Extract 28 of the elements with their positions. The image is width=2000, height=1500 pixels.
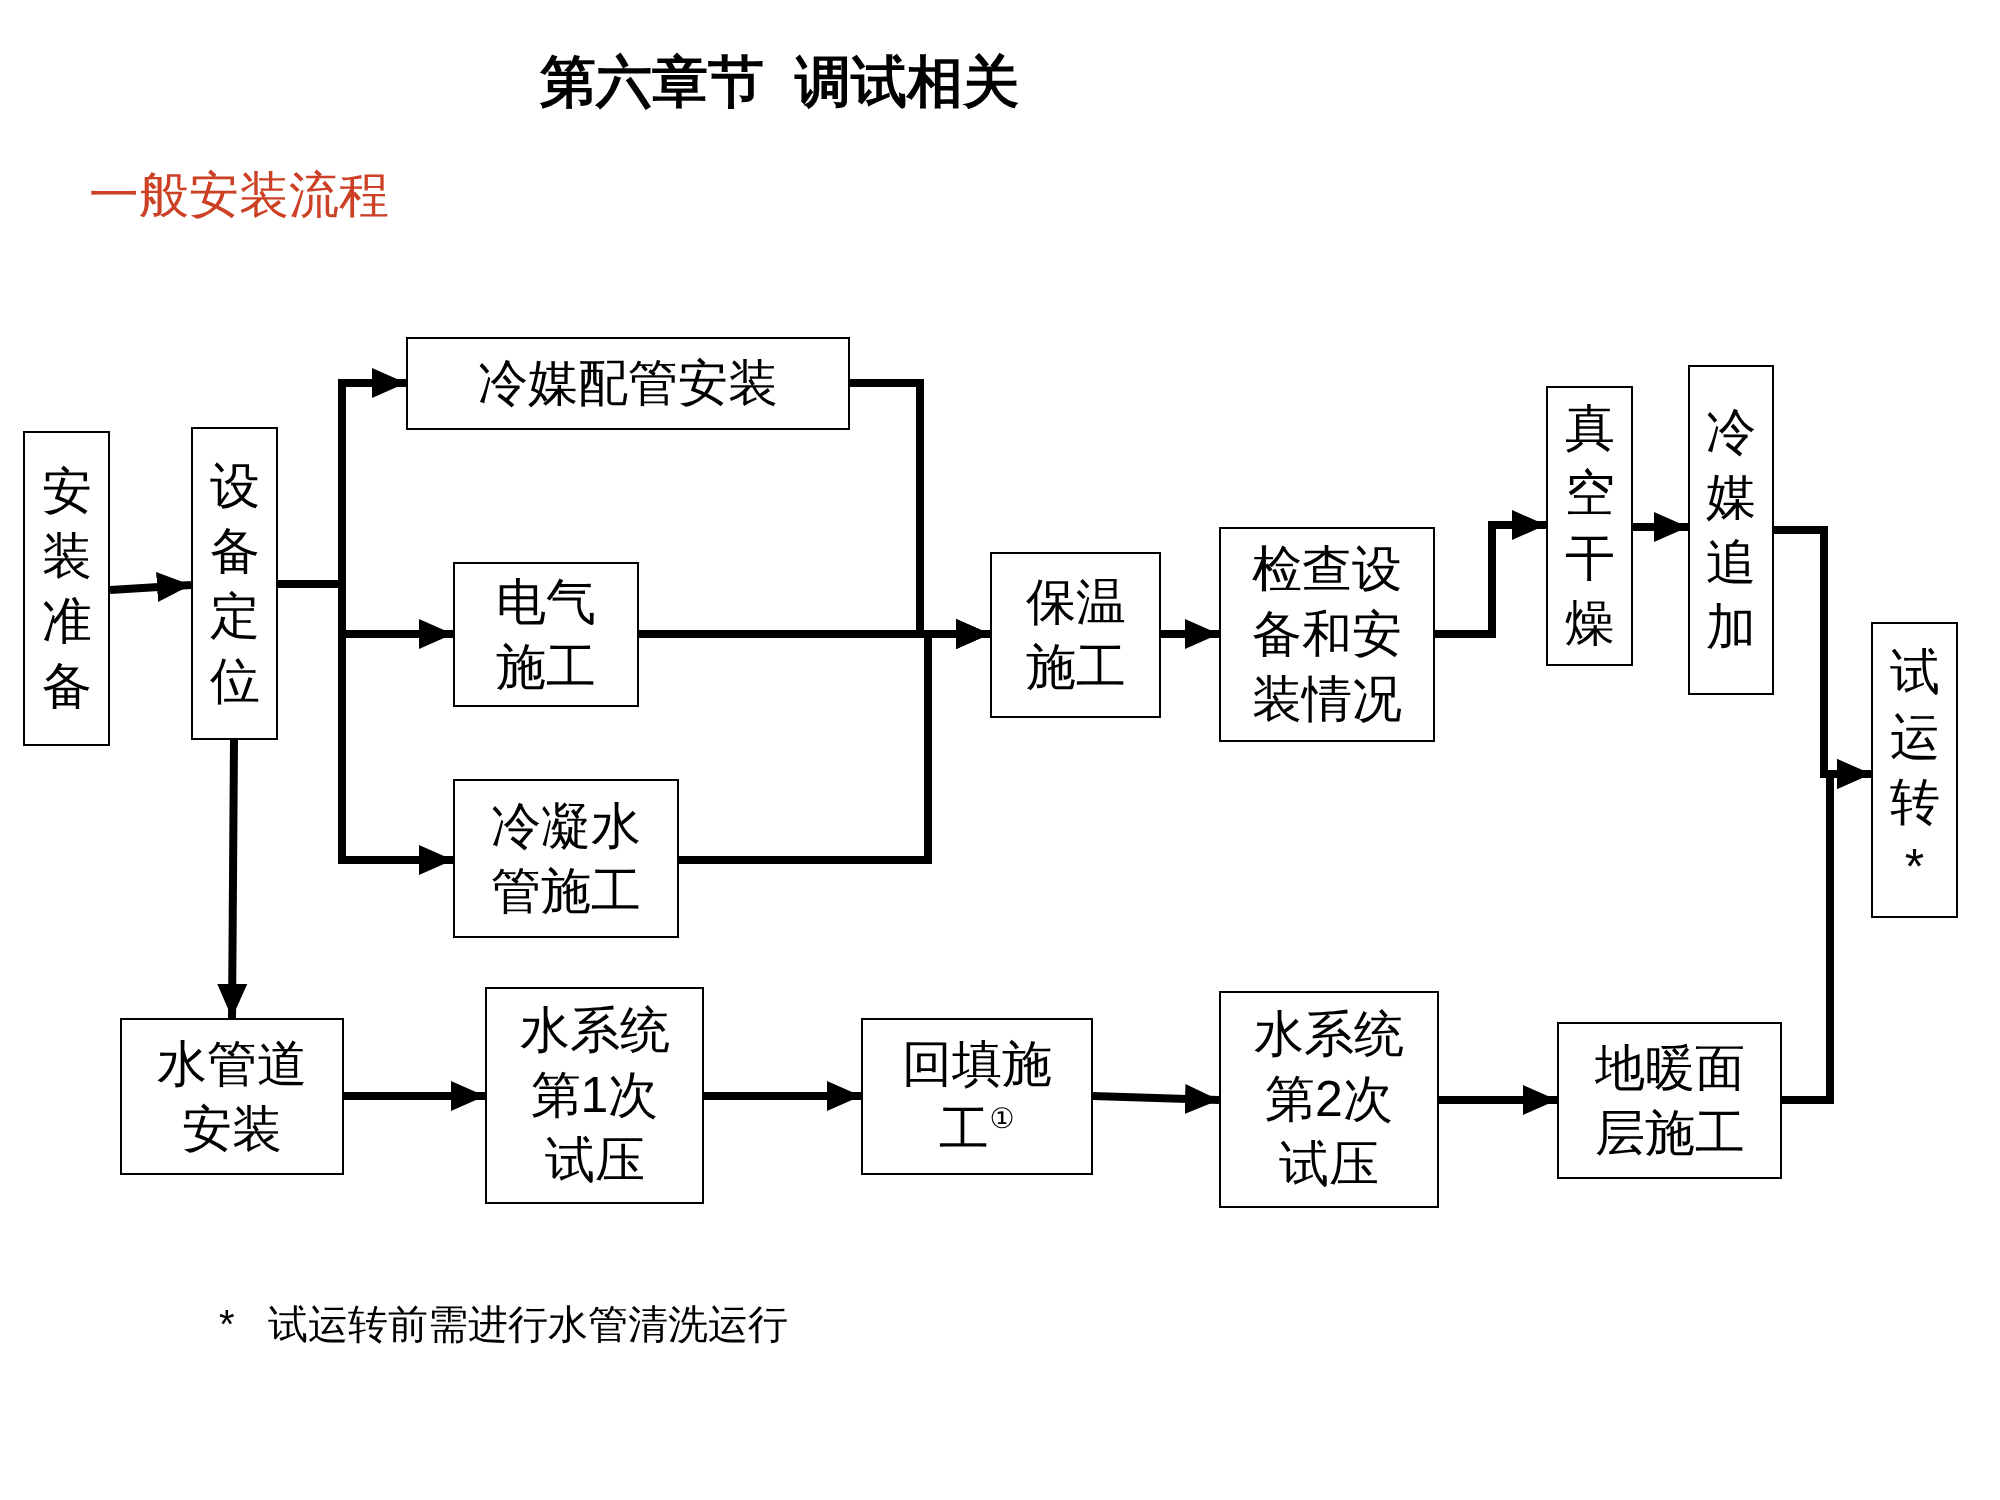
arrow bbox=[109, 572, 192, 603]
arrow bbox=[217, 739, 248, 1019]
process-box: 试运转* bbox=[1871, 622, 1958, 918]
arrow bbox=[1633, 512, 1688, 542]
footnote: * 试运转前需进行水管清洗运行 bbox=[219, 1301, 788, 1348]
process-box: 保温施工 bbox=[990, 552, 1161, 718]
process-box: 水系统第1次试压 bbox=[485, 987, 704, 1204]
process-box: 水系统第2次试压 bbox=[1219, 991, 1439, 1208]
title: 第六章节 调试相关 bbox=[540, 49, 1020, 115]
process-box: 检查设备和安装情况 bbox=[1219, 527, 1435, 742]
process-box: 设备定位 bbox=[191, 427, 278, 740]
process-box: 地暖面层施工 bbox=[1557, 1022, 1782, 1179]
process-box: 回填施工$^{①}$ bbox=[861, 1018, 1093, 1175]
subheading: 一般安装流程 bbox=[89, 166, 389, 225]
process-box: 电气施工 bbox=[453, 562, 639, 707]
process-box: 水管道安装 bbox=[120, 1018, 344, 1175]
process-box: 冷媒配管安装 bbox=[406, 337, 850, 430]
arrow bbox=[344, 1081, 485, 1111]
arrow bbox=[1092, 1083, 1220, 1114]
arrow bbox=[1161, 619, 1219, 649]
process-box: 安装准备 bbox=[23, 431, 110, 746]
arrow bbox=[704, 1081, 861, 1111]
process-box: 冷凝水管施工 bbox=[453, 779, 679, 938]
arrow bbox=[1439, 1085, 1557, 1115]
arrow bbox=[1782, 759, 1871, 1104]
process-box: 真空干燥 bbox=[1546, 386, 1633, 666]
process-box: 冷媒追加 bbox=[1688, 365, 1774, 695]
arrow bbox=[1435, 510, 1546, 638]
